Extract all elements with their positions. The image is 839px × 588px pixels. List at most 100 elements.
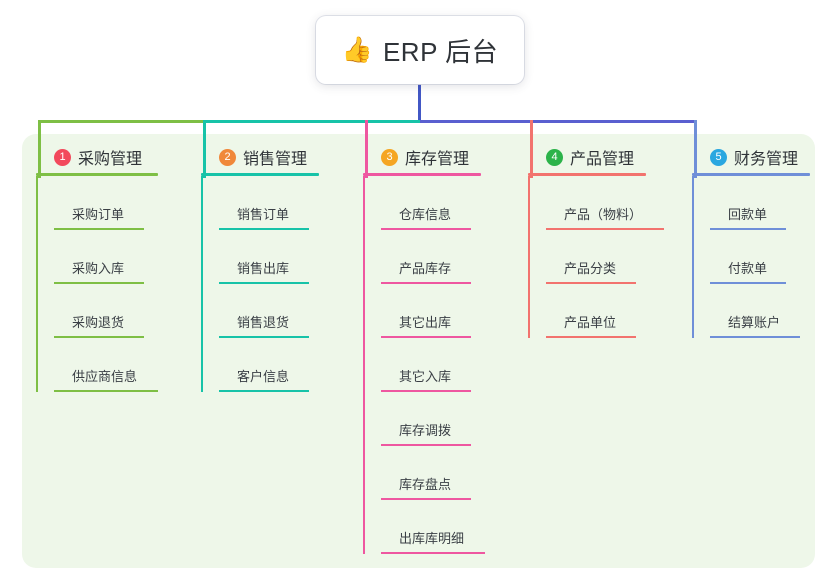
branch-header-rule: [201, 173, 319, 176]
leaf-node[interactable]: 库存调拨: [381, 392, 481, 446]
branch-spine-line: [692, 176, 694, 338]
leaf-label: 结算账户: [728, 315, 781, 330]
branch-header-2[interactable]: 2 销售管理: [201, 146, 319, 168]
branch-header-3[interactable]: 3 库存管理: [363, 146, 481, 168]
branch-number-badge: 4: [546, 148, 563, 166]
leaf-label: 供应商信息: [72, 369, 138, 384]
branch-header-4[interactable]: 4 产品管理: [528, 146, 646, 168]
leaf-label: 产品（物料）: [564, 207, 643, 222]
branch-column-2: 2 销售管理销售订单销售出库销售退货客户信息: [201, 146, 319, 392]
leaf-label: 仓库信息: [399, 207, 452, 222]
leaf-rule: [381, 444, 471, 446]
leaf-rule: [381, 552, 485, 554]
leaf-node[interactable]: 回款单: [710, 176, 810, 230]
leaf-rule: [710, 336, 800, 338]
leaf-node[interactable]: 仓库信息: [381, 176, 481, 230]
leaf-rule: [546, 282, 636, 284]
leaf-rule: [710, 228, 786, 230]
branch-spine-line: [528, 176, 530, 338]
branch-spine-line: [36, 176, 38, 392]
leaf-rule: [381, 282, 471, 284]
branch-leaf-list: 回款单付款单结算账户: [692, 176, 810, 338]
branch-column-5: 5 财务管理回款单付款单结算账户: [692, 146, 810, 338]
branch-title: 销售管理: [243, 151, 308, 168]
branch-title: 产品管理: [570, 151, 635, 168]
branch-leaf-list: 产品（物料） 产品分类产品单位: [528, 176, 664, 338]
root-node-content: 👍 ERP 后台: [342, 32, 498, 69]
leaf-node[interactable]: 销售订单: [219, 176, 319, 230]
leaf-rule: [54, 282, 144, 284]
leaf-label: 其它入库: [399, 369, 452, 384]
leaf-node[interactable]: 其它入库: [381, 338, 481, 392]
branch-title: 财务管理: [734, 151, 799, 168]
root-node-title: ERP 后台: [382, 36, 499, 67]
root-trunk-line: [418, 84, 421, 123]
leaf-node[interactable]: 库存盘点: [381, 446, 481, 500]
leaf-rule: [546, 336, 636, 338]
leaf-label: 产品库存: [399, 261, 452, 276]
branch-number-badge: 5: [710, 148, 727, 166]
branch-leaf-list: 采购订单采购入库采购退货供应商信息: [36, 176, 158, 392]
leaf-label: 出库库明细: [399, 531, 465, 546]
leaf-rule: [219, 390, 309, 392]
root-node[interactable]: 👍 ERP 后台: [316, 16, 524, 84]
leaf-node[interactable]: 结算账户: [710, 284, 810, 338]
leaf-rule: [381, 336, 471, 338]
leaf-label: 销售出库: [237, 261, 290, 276]
leaf-rule: [381, 390, 471, 392]
leaf-rule: [54, 228, 144, 230]
branch-number-badge: 2: [219, 148, 236, 166]
leaf-rule: [710, 282, 786, 284]
branch-header-rule: [528, 173, 646, 176]
leaf-rule: [54, 336, 144, 338]
leaf-rule: [219, 336, 309, 338]
leaf-label: 其它出库: [399, 315, 452, 330]
leaf-label: 采购入库: [72, 261, 125, 276]
leaf-label: 库存调拨: [399, 423, 452, 438]
leaf-node[interactable]: 出库库明细: [381, 500, 485, 554]
leaf-label: 付款单: [728, 261, 768, 276]
leaf-label: 客户信息: [237, 369, 290, 384]
leaf-node[interactable]: 产品单位: [546, 284, 646, 338]
leaf-node[interactable]: 产品（物料）: [546, 176, 664, 230]
branch-header-rule: [36, 173, 158, 176]
leaf-node[interactable]: 付款单: [710, 230, 810, 284]
branch-spine-line: [201, 176, 203, 392]
diagram-background-panel: [22, 134, 815, 568]
leaf-node[interactable]: 销售退货: [219, 284, 319, 338]
branch-leaf-list: 仓库信息产品库存其它出库其它入库库存调拨库存盘点出库库明细: [363, 176, 485, 554]
leaf-label: 产品单位: [564, 315, 617, 330]
branch-leaf-list: 销售订单销售出库销售退货客户信息: [201, 176, 319, 392]
leaf-node[interactable]: 采购订单: [54, 176, 158, 230]
leaf-label: 销售订单: [237, 207, 290, 222]
leaf-node[interactable]: 产品分类: [546, 230, 646, 284]
leaf-node[interactable]: 供应商信息: [54, 338, 158, 392]
branch-header-rule: [692, 173, 810, 176]
leaf-node[interactable]: 销售出库: [219, 230, 319, 284]
branch-spine-line: [363, 176, 365, 554]
branch-number-badge: 3: [381, 148, 398, 166]
branch-header-rule: [363, 173, 481, 176]
leaf-label: 回款单: [728, 207, 768, 222]
leaf-node[interactable]: 其它出库: [381, 284, 481, 338]
leaf-node[interactable]: 产品库存: [381, 230, 481, 284]
branch-header-5[interactable]: 5 财务管理: [692, 146, 810, 168]
bus-segment-right: [420, 120, 697, 123]
leaf-node[interactable]: 采购退货: [54, 284, 158, 338]
branch-column-3: 3 库存管理仓库信息产品库存其它出库其它入库库存调拨库存盘点出库库明细: [363, 146, 485, 554]
leaf-label: 销售退货: [237, 315, 290, 330]
leaf-node[interactable]: 采购入库: [54, 230, 158, 284]
leaf-node[interactable]: 客户信息: [219, 338, 319, 392]
leaf-label: 采购订单: [72, 207, 125, 222]
branch-title: 库存管理: [405, 151, 470, 168]
leaf-label: 产品分类: [564, 261, 617, 276]
bus-segment-left: [38, 120, 203, 123]
leaf-rule: [219, 228, 309, 230]
branch-title: 采购管理: [78, 151, 143, 168]
branch-column-4: 4 产品管理产品（物料） 产品分类产品单位: [528, 146, 664, 338]
leaf-rule: [219, 282, 309, 284]
leaf-rule: [381, 228, 471, 230]
